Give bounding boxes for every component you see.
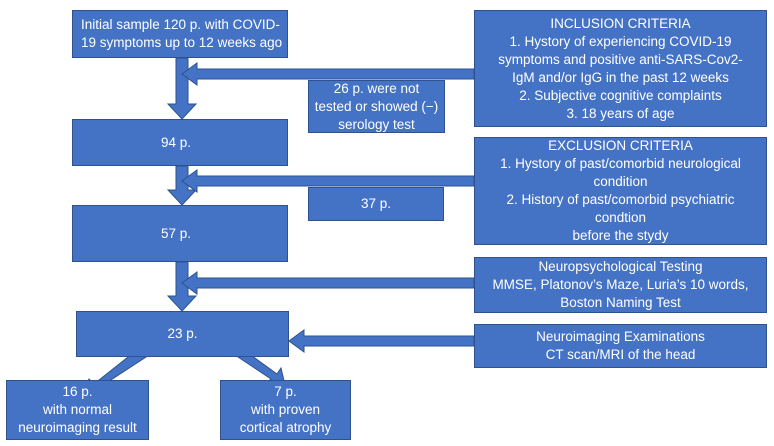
arrow-exclusion-to-spine <box>181 169 475 193</box>
box-57-label: 57 p. <box>161 225 192 241</box>
excluded-26-box: 26 p. were not tested or showed (−) sero… <box>308 80 445 133</box>
inclusion-criteria-line-3: IgM and/or IgG in the past 12 weeks <box>512 69 729 85</box>
excluded-37-box: 37 p. <box>308 187 444 221</box>
excluded-26-line-1: 26 p. were not <box>333 80 420 96</box>
arrow-neuropsych-to-spine <box>181 271 475 295</box>
excluded-26-line-3: serology test <box>338 116 415 132</box>
initial-sample-line-1: Initial sample 120 p. with COVID- <box>81 17 280 32</box>
box-57: 57 p. <box>72 205 288 262</box>
excluded-26-line-2: tested or showed (−) <box>314 98 439 114</box>
inclusion-criteria-line-2: symptoms and positive anti-SARS-Cov2- <box>498 51 743 67</box>
exclusion-criteria-line-1: 1. Hystory of past/comorbid neurological <box>500 156 741 171</box>
inclusion-criteria-line-1: 1. Hystory of experiencing COVID-19 <box>509 33 732 49</box>
box-16-line-3: neuroimaging result <box>18 420 137 435</box>
exclusion-criteria-line-3: 2. History of past/comorbid psychiatric <box>506 192 735 207</box>
initial-sample-line-2: 19 symptoms up to 12 weeks ago <box>81 35 283 50</box>
box-16-line-1: 16 p. <box>62 384 93 399</box>
initial-sample-box: Initial sample 120 p. with COVID- 19 sym… <box>72 10 288 58</box>
neuropsych-testing-box: Neuropsychological Testing MMSE, Platono… <box>474 257 767 313</box>
box-7-line-1: 7 p. <box>274 384 297 399</box>
arrow-neuroimaging-to-23 <box>288 329 475 353</box>
neuroimaging-line-1: Neuroimaging Examinations <box>536 329 705 344</box>
inclusion-criteria-line-5: 3. 18 years of age <box>566 105 675 121</box>
box-23-label: 23 p. <box>167 326 198 341</box>
exclusion-criteria-line-2: condition <box>593 174 648 189</box>
inclusion-criteria-box: INCLUSION CRITERIA 1. Hystory of experie… <box>474 10 767 127</box>
inclusion-criteria-line-4: 2. Subjective cognitive complaints <box>519 87 722 103</box>
neuroimaging-line-2: CT scan/MRI of the head <box>545 347 696 362</box>
exclusion-criteria-line-4: condtion <box>594 210 647 225</box>
arrow-inclusion-to-spine <box>181 62 475 86</box>
neuropsych-line-2: MMSE, Platonov’s Maze, Luria’s 10 words, <box>492 277 749 292</box>
box-23: 23 p. <box>76 311 289 357</box>
exclusion-criteria-line-5: before the stydy <box>572 228 669 243</box>
box-7-line-3: cortical atrophy <box>239 420 332 435</box>
neuroimaging-box: Neuroimaging Examinations CT scan/MRI of… <box>474 324 767 368</box>
exclusion-criteria-title: EXCLUSION CRITERIA <box>548 138 693 153</box>
box-7-line-2: with proven <box>250 402 321 417</box>
excluded-37-label: 37 p. <box>360 196 392 211</box>
exclusion-criteria-box: EXCLUSION CRITERIA 1. Hystory of past/co… <box>474 137 767 245</box>
box-7: 7 p. with proven cortical atrophy <box>220 380 351 440</box>
box-94-label: 94 p. <box>161 134 192 150</box>
box-94: 94 p. <box>72 119 288 166</box>
arrow-94-to-57 <box>166 165 198 206</box>
arrow-initial-to-94 <box>166 57 198 120</box>
arrow-57-to-23 <box>166 261 198 312</box>
box-16: 16 p. with normal neuroimaging result <box>6 380 149 440</box>
neuropsych-line-1: Neuropsychological Testing <box>538 259 703 274</box>
neuropsych-line-3: Boston Naming Test <box>560 295 681 310</box>
box-16-line-2: with normal <box>42 402 113 417</box>
inclusion-criteria-title: INCLUSION CRITERIA <box>550 15 691 31</box>
